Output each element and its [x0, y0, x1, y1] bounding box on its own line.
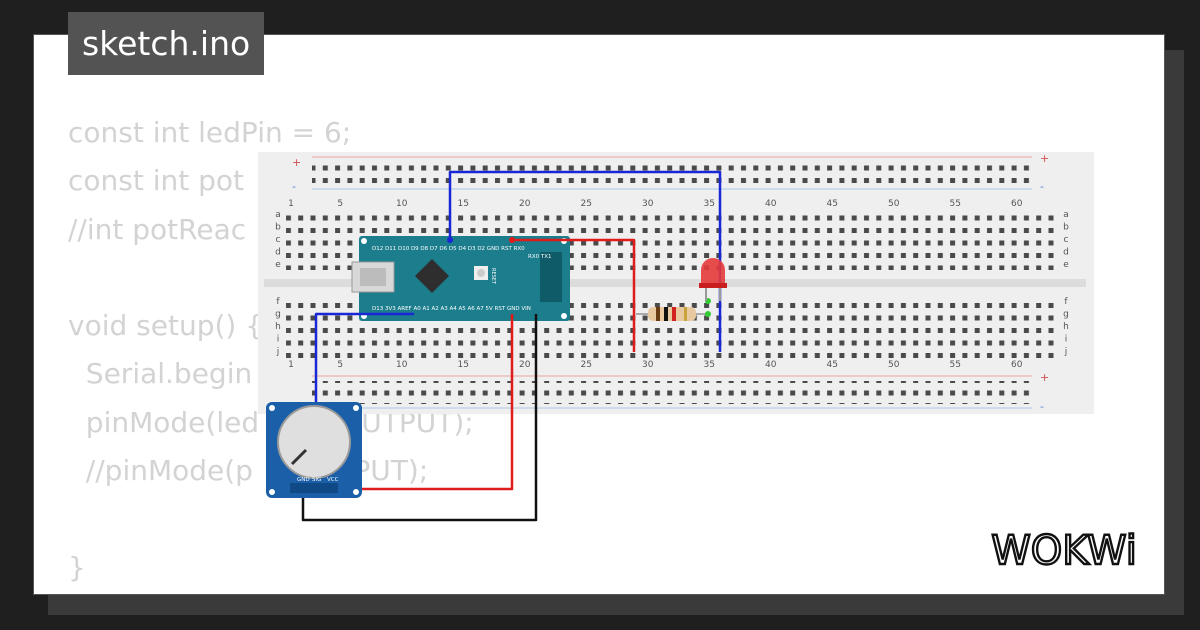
row-letter: h: [1063, 322, 1069, 332]
column-number: 25: [580, 360, 591, 370]
row-letter: b: [275, 223, 281, 233]
column-number: 30: [642, 199, 654, 209]
rail-plus-label: +: [292, 156, 301, 169]
code-line: void setup() {: [68, 309, 264, 343]
wire-ground-black: [301, 314, 538, 522]
column-number: 25: [580, 199, 591, 209]
code-line: }: [68, 550, 86, 584]
code-line: Serial.begin: [68, 357, 253, 391]
row-letter: j: [276, 347, 280, 357]
row-letter: h: [275, 322, 281, 332]
column-number: 45: [826, 360, 837, 370]
row-letter: i: [277, 335, 280, 345]
arduino-tx-label: RX0 TX1: [528, 254, 551, 260]
column-number: 1: [288, 199, 294, 209]
row-letter: g: [1063, 310, 1069, 320]
code-line: //int potReac: [68, 212, 247, 246]
row-letter: a: [275, 210, 281, 220]
row-letter: c: [1064, 235, 1069, 245]
column-number: 15: [457, 199, 468, 209]
column-number: 35: [703, 199, 714, 209]
rail-plus-label: +: [1040, 152, 1049, 165]
arduino-reset-label: RESET: [490, 268, 496, 285]
column-number: 45: [826, 199, 837, 209]
row-letter: e: [1063, 260, 1069, 270]
column-number: 35: [703, 360, 714, 370]
row-letter: d: [275, 248, 281, 258]
top-power-rail: [312, 162, 1034, 185]
row-letter: f: [276, 297, 280, 307]
row-letter: f: [1064, 297, 1068, 307]
code-line: const int pot: [68, 164, 245, 198]
column-number: 10: [396, 360, 408, 370]
code-line: const int ledPin = 6;: [68, 116, 352, 149]
center-channel: [264, 279, 1086, 287]
column-number: 5: [337, 360, 343, 370]
column-number: 40: [765, 360, 777, 370]
row-letter: d: [1063, 248, 1069, 258]
column-number: 40: [765, 199, 777, 209]
row-letter: j: [1064, 347, 1068, 357]
column-number: 5: [337, 199, 343, 209]
column-number: 1: [288, 360, 294, 370]
row-letter: g: [275, 310, 281, 320]
bottom-power-rail: [312, 381, 1034, 404]
mcu-chip: [415, 259, 449, 293]
wire-pot-vcc-red: [330, 314, 514, 491]
arduino-top-pin-labels: D12 D11 D10 D9 D8 D7 D6 D5 D4 D3 D2 GND …: [372, 246, 525, 252]
row-letter: i: [1065, 335, 1068, 345]
rail-minus-label: -: [1040, 400, 1044, 413]
column-number: 55: [949, 199, 960, 209]
arduino-nano[interactable]: D12 D11 D10 D9 D8 D7 D6 D5 D4 D3 D2 GND …: [351, 236, 570, 321]
rail-minus-label: -: [292, 180, 296, 193]
red-led[interactable]: [699, 258, 727, 301]
rail-plus-label: +: [1040, 371, 1049, 384]
column-number: 50: [888, 360, 900, 370]
column-number: 50: [888, 199, 900, 209]
column-number: 10: [396, 199, 408, 209]
row-letter: c: [276, 235, 281, 245]
column-number: 60: [1011, 199, 1023, 209]
row-letter: a: [1063, 210, 1069, 220]
column-number: 20: [519, 199, 531, 209]
wire-vcc-red: [512, 238, 636, 352]
row-letter: b: [1063, 223, 1069, 233]
rail-minus-label: -: [1040, 180, 1044, 193]
column-number: 15: [457, 360, 468, 370]
column-number: 60: [1011, 360, 1023, 370]
row-letter: e: [275, 260, 281, 270]
column-number: 20: [519, 360, 531, 370]
column-number: 55: [949, 360, 960, 370]
pot-knob[interactable]: [277, 405, 351, 479]
file-tab[interactable]: sketch.ino: [68, 12, 265, 75]
wokwi-logo: WOKWi: [990, 528, 1138, 575]
column-number: 30: [642, 360, 654, 370]
resistor[interactable]: [636, 298, 711, 321]
arduino-bottom-pin-labels: D13 3V3 AREF A0 A1 A2 A3 A4 A5 A6 A7 5V …: [372, 306, 531, 312]
brand-wordmark: WOKWi: [991, 528, 1137, 574]
